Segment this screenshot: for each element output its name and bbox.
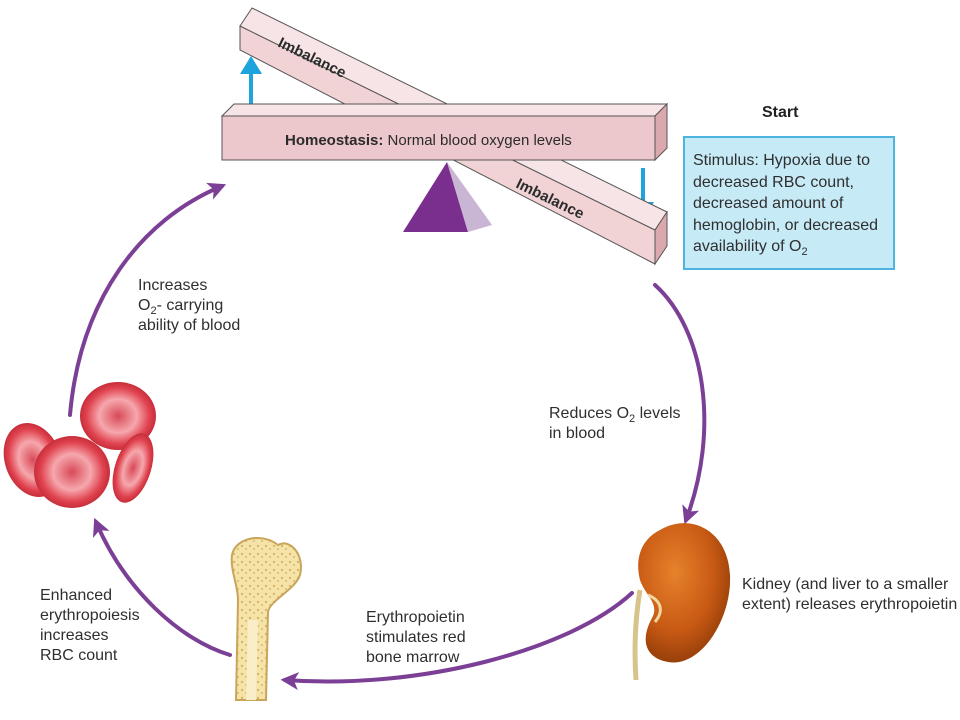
homeostasis-beam xyxy=(220,102,669,162)
arrow-up-icon xyxy=(240,56,262,110)
stimulus-line-5: availability of O2 xyxy=(693,238,808,259)
start-heading: Start xyxy=(762,104,799,121)
fulcrum-triangle xyxy=(403,162,468,232)
stimulus-line-1: Stimulus: Hypoxia due to xyxy=(693,152,870,169)
cycle-arrow-bone-to-rbc xyxy=(93,517,232,657)
stimulus-line-3: decreased amount of xyxy=(693,195,844,212)
stimulus-line-4: hemoglobin, or decreased xyxy=(693,216,879,234)
reduces-o2-label: Reduces O2 levels in blood xyxy=(549,405,681,442)
kidney-label: Kidney (and liver to a smaller extent) r… xyxy=(742,576,958,613)
red-blood-cells-icon xyxy=(3,382,156,508)
cycle-arrow-kidney-to-bone xyxy=(280,591,634,690)
cycle-arrow-beam-to-kidney xyxy=(653,283,707,525)
stimulus-box: Stimulus: Hypoxia due to decreased RBC c… xyxy=(683,136,895,270)
increases-o2-carrying-label: Increases O2- carrying ability of blood xyxy=(138,277,241,334)
cycle-arrow-rbc-to-beam xyxy=(68,182,227,417)
bone-marrow-icon xyxy=(230,537,302,701)
kidney-icon xyxy=(632,523,731,681)
stimulus-line-2: decreased RBC count, xyxy=(693,173,854,191)
homeostasis-label: Homeostasis: Normal blood oxygen levels xyxy=(285,132,572,149)
enhanced-erythropoiesis-label: Enhanced erythropoiesis increases RBC co… xyxy=(40,587,140,664)
erythropoietin-label: Erythropoietin stimulates red bone marro… xyxy=(366,609,466,666)
